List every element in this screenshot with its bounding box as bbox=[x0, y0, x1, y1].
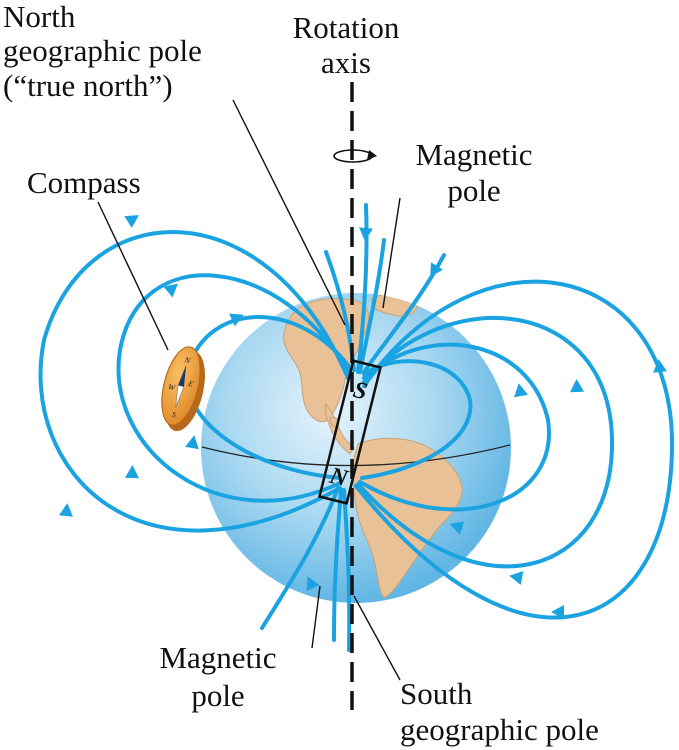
svg-text:(“true north”): (“true north”) bbox=[3, 68, 173, 103]
svg-text:pole: pole bbox=[447, 173, 500, 208]
svg-text:Magnetic: Magnetic bbox=[415, 137, 532, 172]
magnetic-pole-top-leader bbox=[382, 197, 401, 309]
compass-e-label: E bbox=[186, 379, 194, 389]
magnetic-pole-top-label: Magnetic pole bbox=[415, 137, 532, 208]
north-geographic-pole-label: North geographic pole (“true north”) bbox=[3, 0, 202, 103]
bar-magnet: S N bbox=[317, 359, 383, 505]
compass-s-label: S bbox=[171, 410, 177, 420]
magnetic-pole-bottom-label: Magnetic pole bbox=[159, 640, 276, 713]
svg-text:North: North bbox=[3, 0, 76, 34]
rotation-arrow-icon bbox=[333, 149, 377, 163]
compass-leader bbox=[97, 201, 169, 351]
magnetic-pole-bottom-leader bbox=[311, 585, 321, 649]
north-pole-leader bbox=[232, 99, 346, 326]
svg-text:geographic pole: geographic pole bbox=[400, 712, 599, 747]
south-geographic-pole-label: South geographic pole bbox=[400, 676, 599, 747]
rotation-axis-label: Rotation axis bbox=[293, 10, 400, 80]
svg-text:Rotation: Rotation bbox=[293, 10, 400, 45]
svg-text:Magnetic: Magnetic bbox=[159, 640, 276, 675]
svg-text:South: South bbox=[400, 676, 473, 711]
compass-n-label: N bbox=[183, 355, 192, 365]
svg-text:axis: axis bbox=[321, 45, 371, 80]
compass-label: Compass bbox=[27, 165, 141, 200]
compass-w-label: W bbox=[167, 382, 177, 393]
south-pole-leader bbox=[353, 595, 401, 681]
compass-icon: N E W S bbox=[161, 346, 205, 432]
magnet-s-pole-label: S bbox=[351, 377, 370, 405]
equator-line bbox=[201, 444, 511, 467]
svg-text:geographic pole: geographic pole bbox=[3, 33, 202, 68]
svg-text:pole: pole bbox=[191, 678, 244, 713]
magnetic-field-lines bbox=[38, 203, 675, 652]
field-direction-arrows bbox=[59, 215, 667, 619]
